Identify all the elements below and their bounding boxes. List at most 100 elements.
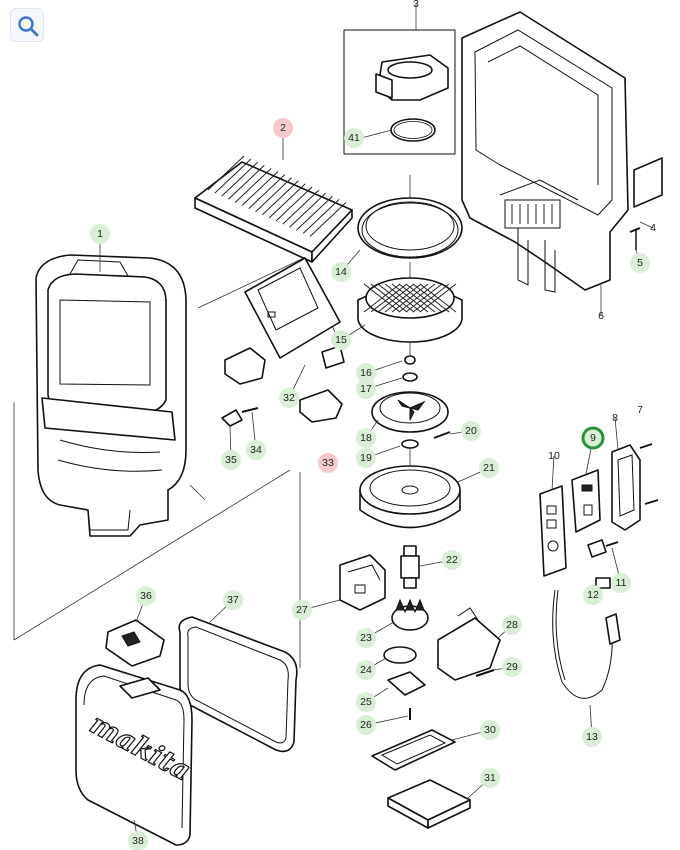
callout-bubble [356, 448, 376, 468]
callout-part-25[interactable]: 25 [356, 692, 376, 712]
callout-bubble [128, 831, 148, 850]
callout-label: 8 [612, 412, 618, 424]
callout-label: 25 [360, 696, 372, 708]
callout-label: 23 [360, 632, 372, 644]
callout-label: 32 [283, 392, 295, 404]
cage-mesh-line [370, 283, 408, 313]
callout-part-34[interactable]: 34 [246, 440, 266, 460]
callout-part-5[interactable]: 5 [630, 253, 650, 273]
callout-label: 12 [587, 589, 599, 601]
filter-pleat [282, 189, 320, 225]
callout-part-33[interactable]: 33 [318, 453, 338, 473]
callout-bubble [356, 692, 376, 712]
callout-bubble [611, 573, 631, 593]
callout-part-15[interactable]: 15 [331, 330, 351, 350]
part-38-front-cover: makita [75, 664, 197, 846]
search-icon [18, 16, 39, 37]
filter-pleat [289, 192, 326, 228]
callout-part-38[interactable]: 38 [128, 831, 148, 850]
callout-bubble [356, 379, 376, 399]
filter-pleat [268, 183, 306, 219]
callout-label: 20 [465, 425, 477, 437]
callout-label: 27 [296, 604, 308, 616]
callout-bubble [221, 450, 241, 470]
callout-part-37[interactable]: 37 [223, 590, 243, 610]
callout-bubble [502, 657, 522, 677]
filter-pleat [296, 195, 333, 231]
callout-part-30[interactable]: 30 [480, 720, 500, 740]
callout-part-8: 8 [612, 412, 618, 424]
callout-label: 7 [637, 404, 643, 416]
part-10-switch-panel [539, 485, 567, 577]
callout-part-28[interactable]: 28 [502, 615, 522, 635]
callout-bubble [461, 421, 481, 441]
callout-part-12[interactable]: 12 [583, 585, 603, 605]
callout-bubble [442, 550, 462, 570]
callout-part-11[interactable]: 11 [611, 573, 631, 593]
callout-part-20[interactable]: 20 [461, 421, 481, 441]
callout-label: 5 [637, 257, 643, 269]
callout-bubble [356, 628, 376, 648]
callout-label: 13 [586, 731, 598, 743]
main-body-housing [461, 11, 629, 293]
callout-part-32[interactable]: 32 [279, 388, 299, 408]
callout-part-23[interactable]: 23 [356, 628, 376, 648]
part-9-switch-board [571, 469, 601, 533]
callout-label: 19 [360, 452, 372, 464]
callout-part-27[interactable]: 27 [292, 600, 312, 620]
callout-bubble [356, 428, 376, 448]
callout-label: 2 [280, 122, 286, 134]
callout-label: 37 [227, 594, 239, 606]
callout-part-19[interactable]: 19 [356, 448, 376, 468]
callout-part-41[interactable]: 41 [344, 128, 364, 148]
callout-part-2[interactable]: 2 [273, 118, 293, 138]
part-5-screw [629, 227, 641, 250]
small-washers [402, 355, 418, 382]
callout-bubble [502, 615, 522, 635]
callout-part-29[interactable]: 29 [502, 657, 522, 677]
callout-part-36[interactable]: 36 [136, 586, 156, 606]
part-2-filter [194, 155, 353, 263]
callout-part-14[interactable]: 14 [331, 262, 351, 282]
parts-24-26 [383, 646, 495, 720]
callout-label: 28 [506, 619, 518, 631]
callout-label: 1 [97, 228, 103, 240]
callout-part-1[interactable]: 1 [90, 224, 110, 244]
cage-mesh-line [405, 283, 443, 313]
part-27-bracket [339, 554, 386, 611]
cover-plate [244, 257, 341, 359]
cage-mesh-line [391, 283, 429, 313]
callout-label: 36 [140, 590, 152, 602]
callout-bubble [292, 600, 312, 620]
callout-part-26[interactable]: 26 [356, 715, 376, 735]
filter-pleat [234, 168, 272, 203]
cage-mesh-line [412, 283, 450, 313]
callout-part-22[interactable]: 22 [442, 550, 462, 570]
callout-bubble [223, 590, 243, 610]
callout-part-24[interactable]: 24 [356, 660, 376, 680]
callout-part-35[interactable]: 35 [221, 450, 241, 470]
part-28-cover [437, 607, 501, 681]
search-button[interactable] [10, 8, 44, 42]
part-8-switch-housing [611, 443, 659, 531]
callout-label: 29 [506, 661, 518, 673]
filter-pleat [207, 155, 245, 191]
callout-part-16[interactable]: 16 [356, 363, 376, 383]
part-21-fan-housing [359, 465, 461, 529]
callout-part-9[interactable]: 9 [581, 426, 605, 450]
part-31-pad [387, 779, 471, 829]
callout-part-17[interactable]: 17 [356, 379, 376, 399]
callout-part-18[interactable]: 18 [356, 428, 376, 448]
callout-label: 11 [616, 577, 627, 589]
callout-bubble [273, 118, 293, 138]
callout-part-31[interactable]: 31 [480, 768, 500, 788]
part-22-motor [400, 545, 420, 589]
callout-bubble [581, 426, 605, 450]
part-14-gasket [357, 197, 463, 259]
callout-label: 24 [360, 664, 372, 676]
callout-part-21[interactable]: 21 [479, 458, 499, 478]
leader-line-10 [551, 455, 555, 491]
callout-part-13[interactable]: 13 [582, 727, 602, 747]
callout-bubble [630, 253, 650, 273]
part-11-part-12 [587, 539, 619, 589]
